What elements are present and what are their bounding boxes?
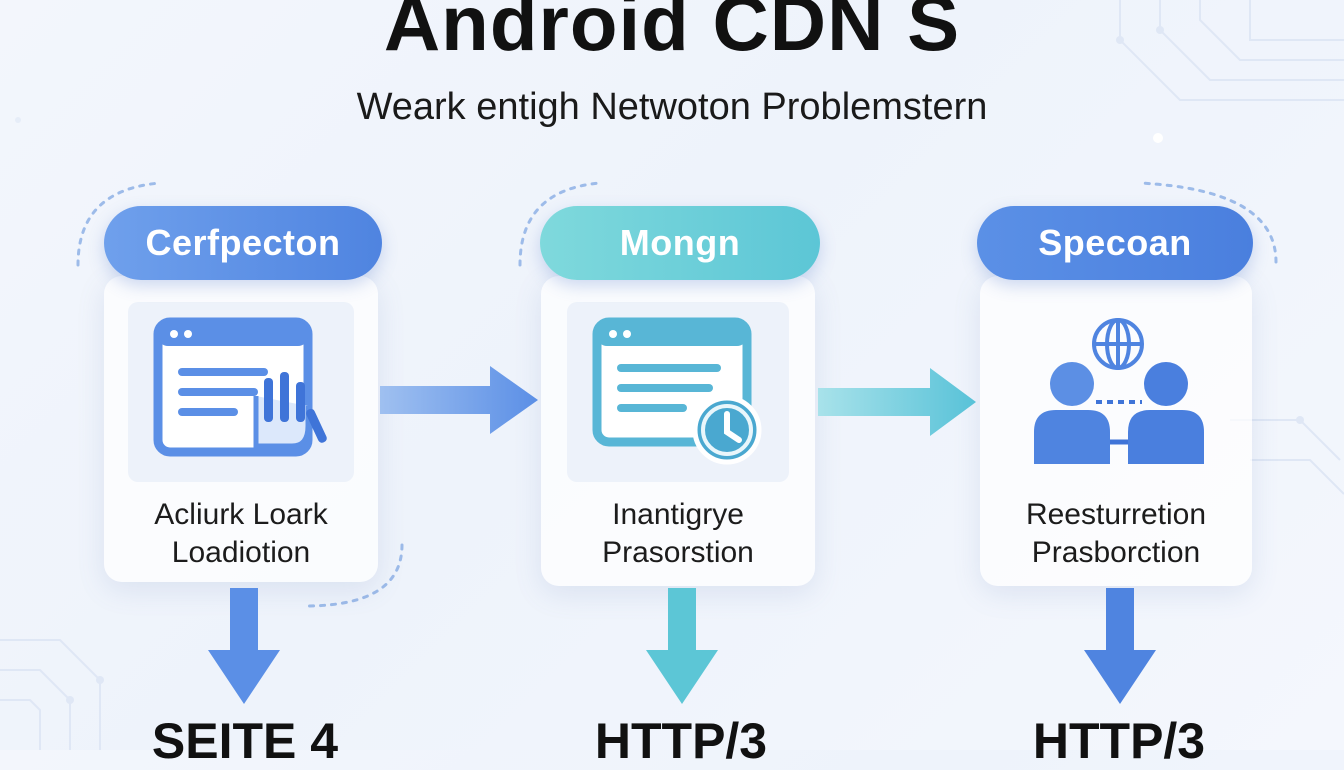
bottom-label-1: SEITE 4 xyxy=(151,713,339,769)
arrow-down-icon xyxy=(208,588,280,704)
stage-caption: Reesturretion Prasborction xyxy=(980,496,1252,572)
caption-line-1: Acliurk Loark xyxy=(154,498,328,531)
stage-caption: Acliurk Loark Loadiotion xyxy=(104,496,378,572)
stage-card-1: Acliurk Loark Loadiotion xyxy=(104,276,378,582)
bottom-label-2: HTTP/3 xyxy=(594,713,768,769)
arrow-down-icon xyxy=(646,588,718,704)
stage-card-2: Inantigrye Prasorstion xyxy=(541,276,815,586)
caption-line-2: Loadiotion xyxy=(171,536,311,569)
circuit-background xyxy=(0,0,1344,750)
stage-pill-1: Cerfpecton xyxy=(104,206,382,280)
page-title: Android CDN S xyxy=(383,0,961,67)
arrow-right-icon xyxy=(380,366,538,434)
browser-window-hand-icon xyxy=(153,317,327,457)
arrow-down-icon xyxy=(1084,588,1156,704)
stage-card-3: Reesturretion Prasborction xyxy=(980,276,1252,586)
browser-window-clock-icon xyxy=(592,317,762,465)
stage-pill-3: Specoan xyxy=(977,206,1253,280)
caption-line-1: Inantigrye xyxy=(612,498,744,531)
stage-pill-label: Cerfpecton xyxy=(145,222,341,263)
caption-line-1: Reesturretion xyxy=(1025,498,1207,531)
page-subtitle: Weark entigh Netwoton Problemstern xyxy=(356,86,988,128)
stage-pill-label: Mongn xyxy=(619,222,741,263)
bottom-label-3: HTTP/3 xyxy=(1032,713,1206,769)
people-globe-icon xyxy=(1034,318,1204,464)
stage-pill-2: Mongn xyxy=(540,206,820,280)
caption-line-2: Prasborction xyxy=(1031,536,1201,569)
caption-line-2: Prasorstion xyxy=(602,536,754,569)
arrow-right-icon xyxy=(818,368,976,436)
stage-caption: Inantigrye Prasorstion xyxy=(541,496,815,572)
stage-pill-label: Specoan xyxy=(1038,222,1192,263)
